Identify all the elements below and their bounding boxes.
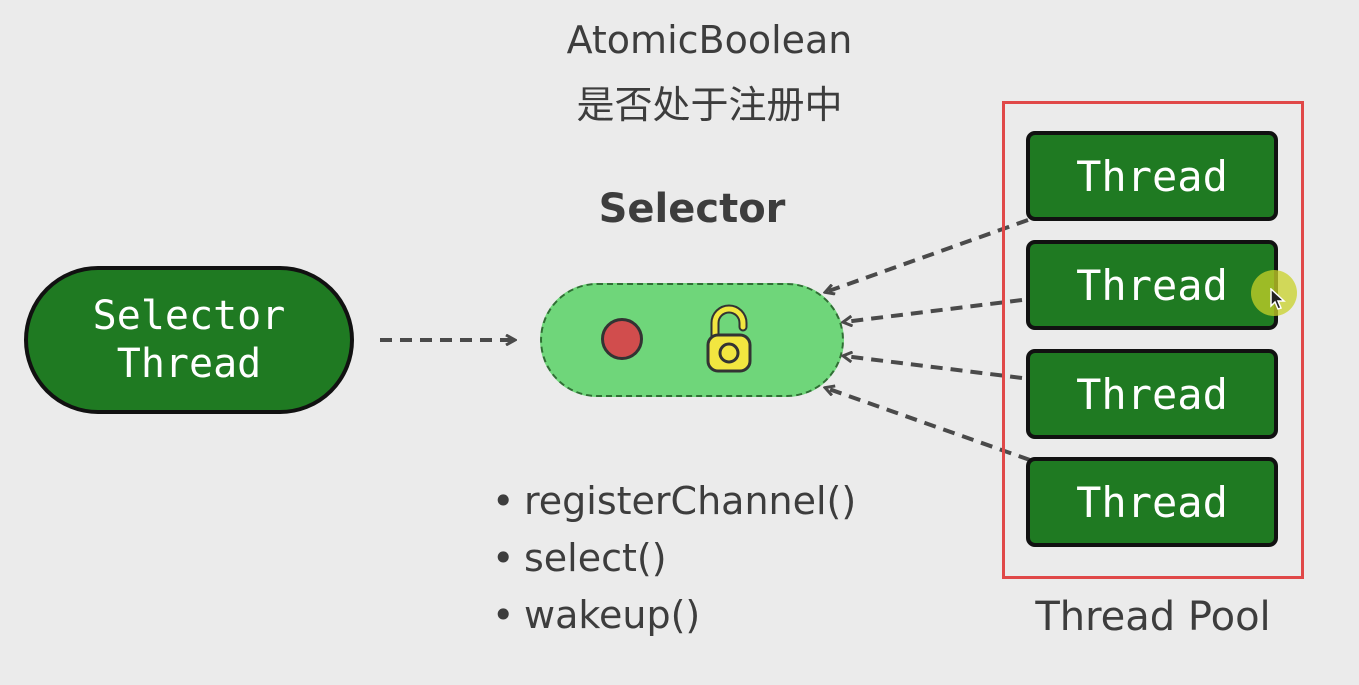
arrow-thread-3-to-selector [844, 356, 1023, 380]
thread-node: Thread [1026, 131, 1278, 221]
thread-node: Thread [1026, 349, 1278, 439]
arrow-thread-2-to-selector [844, 298, 1023, 322]
method-item: •select() [492, 531, 856, 588]
method-name: select() [524, 536, 667, 580]
title-registering-status: 是否处于注册中 [576, 83, 843, 127]
mouse-cursor-icon [1270, 288, 1286, 310]
method-name: registerChannel() [524, 479, 857, 523]
bullet: • [492, 479, 515, 523]
title-atomicboolean: AtomicBoolean [566, 18, 853, 62]
method-item: •registerChannel() [492, 474, 856, 531]
thread-pool-box [1002, 101, 1304, 579]
selector-label: Selector [598, 186, 786, 232]
arrow-thread-4-to-selector [826, 388, 1031, 462]
status-dot-icon [601, 318, 643, 360]
selector-thread-node: Selector Thread [24, 266, 354, 414]
selector-node [540, 283, 844, 397]
bullet: • [492, 536, 515, 580]
thread-node: Thread [1026, 457, 1278, 547]
method-item: •wakeup() [492, 588, 856, 645]
selector-methods-list: •registerChannel() •select() •wakeup() [492, 474, 856, 645]
thread-pool-label: Thread Pool [1035, 594, 1271, 640]
arrow-thread-1-to-selector [826, 218, 1029, 292]
bullet: • [492, 593, 515, 637]
lock-icon [706, 304, 752, 373]
method-name: wakeup() [524, 593, 701, 637]
thread-node: Thread [1026, 240, 1278, 330]
selector-thread-line2: Thread [116, 341, 262, 387]
selector-thread-line1: Selector [92, 293, 286, 339]
